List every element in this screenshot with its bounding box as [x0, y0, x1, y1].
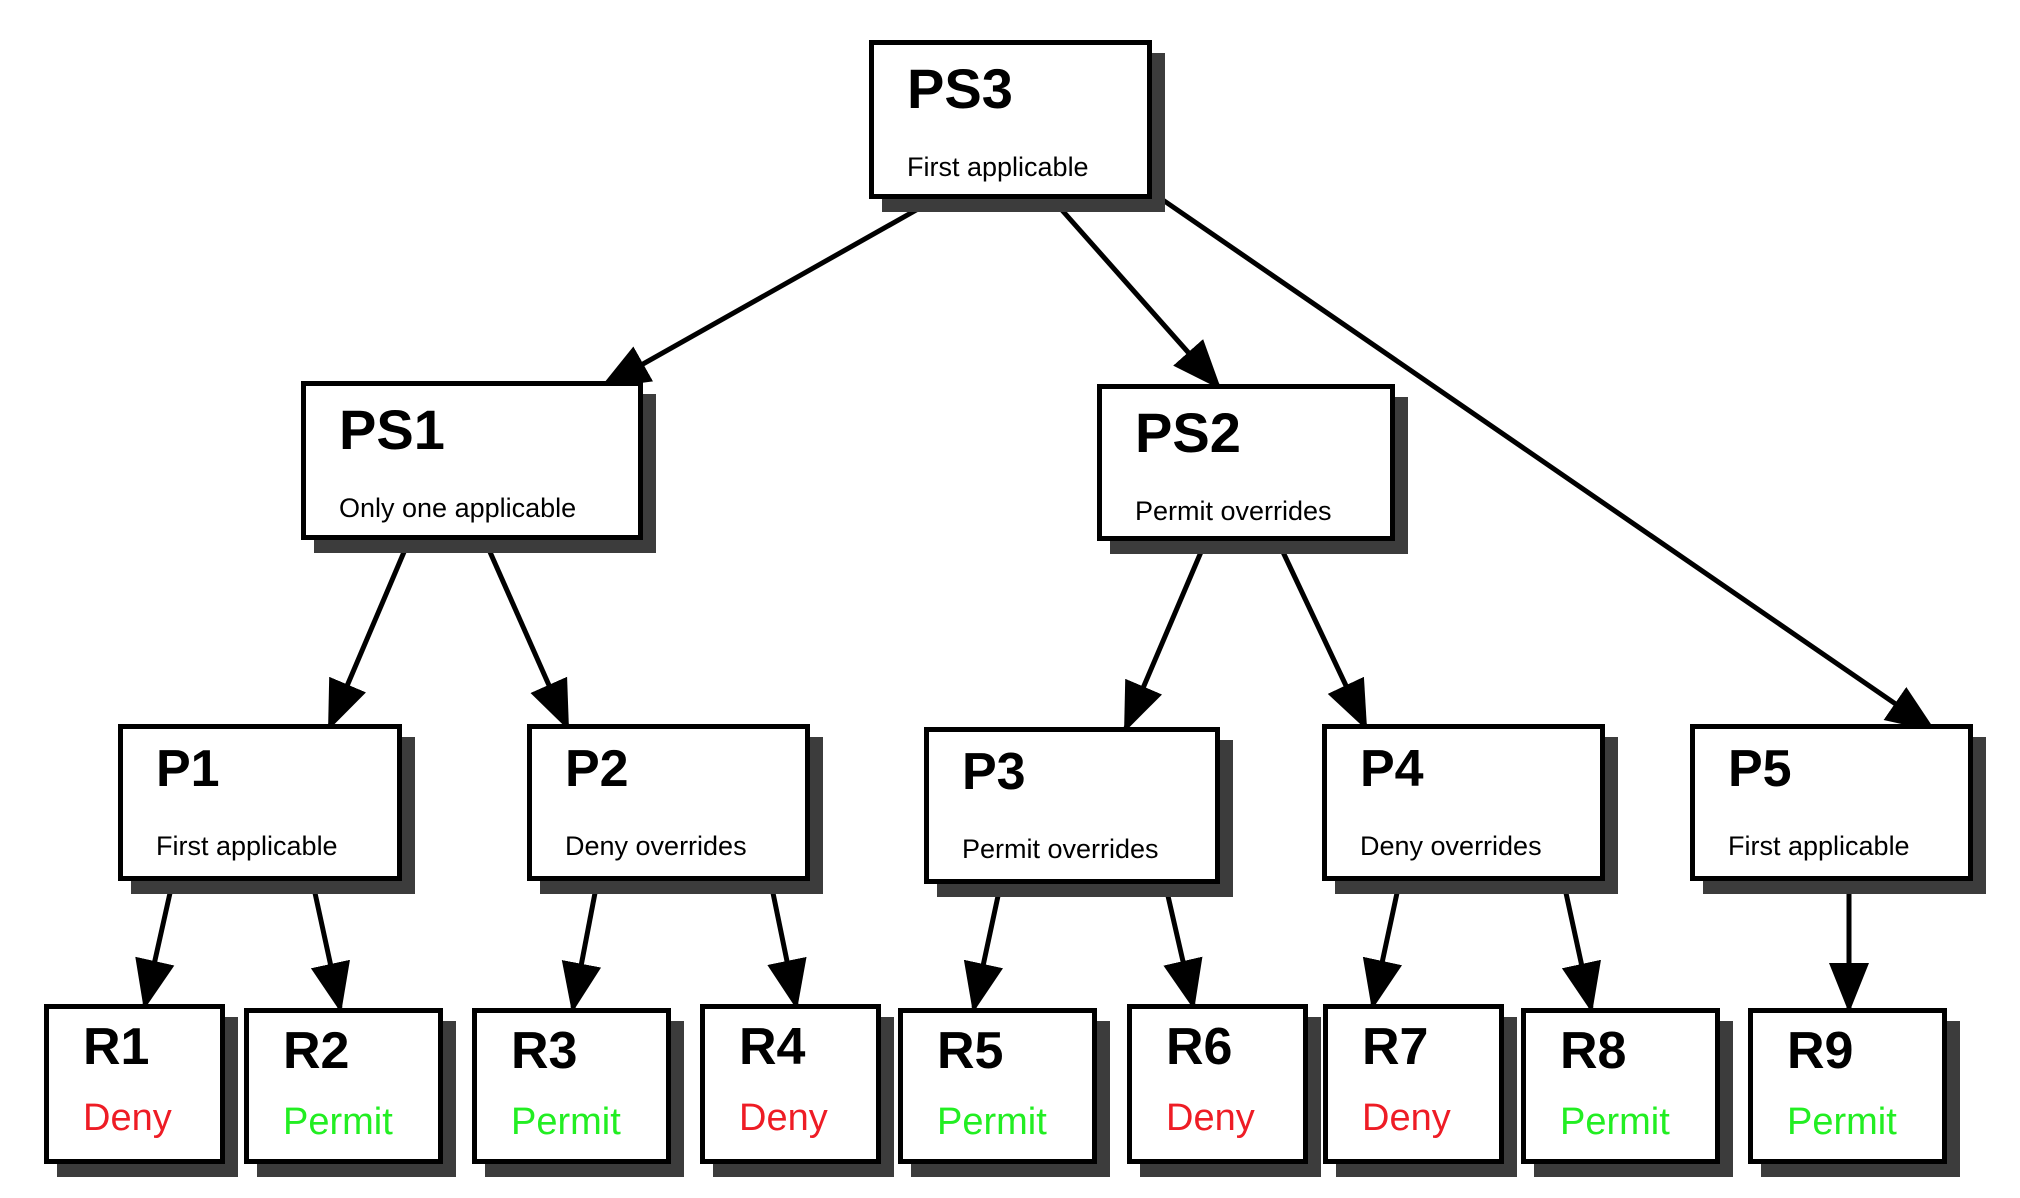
rule-r8-effect: Permit [1560, 1101, 1670, 1143]
rule-r4-box: R4 Deny [700, 1004, 881, 1164]
policy-p5-box: P5 First applicable [1690, 724, 1973, 881]
edge-ps1-to-p2 [487, 550, 570, 731]
policy-p5-title: P5 [1728, 740, 1792, 798]
rule-r1-effect: Deny [83, 1097, 172, 1139]
policy-p4-algorithm: Deny overrides [1360, 831, 1542, 861]
rule-r6-effect: Deny [1166, 1097, 1255, 1139]
edge-p1-to-r1 [135, 892, 175, 1010]
rule-r7-title: R7 [1362, 1018, 1429, 1076]
policy-p3-algorithm: Permit overrides [962, 834, 1159, 864]
edge-p4-to-r8 [1561, 892, 1601, 1013]
edge-p3-to-r6 [1163, 895, 1203, 1010]
policyset-ps3-box: PS3 First applicable [869, 40, 1152, 199]
edge-p3-to-r5 [963, 895, 1003, 1013]
rule-r5-effect: Permit [937, 1101, 1047, 1143]
edge-ps3-to-p5 [1158, 195, 1937, 732]
rule-r7-box: R7 Deny [1323, 1004, 1504, 1164]
edge-p1-to-r2 [310, 892, 350, 1013]
edge-p2-to-r4 [767, 892, 807, 1010]
policy-p1-algorithm: First applicable [156, 831, 338, 861]
policy-p2-box: P2 Deny overrides [527, 724, 810, 881]
rule-r1-title: R1 [83, 1018, 150, 1076]
policy-p2-algorithm: Deny overrides [565, 831, 747, 861]
rule-r7-effect: Deny [1362, 1097, 1451, 1139]
rule-r2-title: R2 [283, 1022, 350, 1080]
policy-p1-title: P1 [156, 740, 220, 798]
rule-r5-box: R5 Permit [898, 1008, 1097, 1164]
policyset-ps1-box: PS1 Only one applicable [301, 381, 643, 540]
policy-p1-box: P1 First applicable [118, 724, 402, 881]
rule-r6-box: R6 Deny [1127, 1004, 1308, 1164]
policy-p4-title: P4 [1360, 740, 1424, 798]
rule-r5-title: R5 [937, 1022, 1004, 1080]
rule-r8-title: R8 [1560, 1022, 1627, 1080]
edge-p4-to-r7 [1362, 892, 1402, 1010]
policy-p5-algorithm: First applicable [1728, 831, 1910, 861]
rule-r9-effect: Permit [1787, 1101, 1897, 1143]
policy-p3-box: P3 Permit overrides [924, 727, 1220, 884]
edge-p2-to-r3 [561, 892, 602, 1013]
policyset-ps3-title: PS3 [907, 57, 1013, 120]
policyset-ps1-title: PS1 [339, 398, 445, 461]
edge-ps3-to-ps2 [1059, 207, 1222, 390]
edge-ps1-to-p1 [327, 551, 407, 731]
rule-r4-effect: Deny [739, 1097, 828, 1139]
policyset-ps1-algorithm: Only one applicable [339, 493, 577, 523]
rule-r3-effect: Permit [511, 1101, 621, 1143]
rule-r2-effect: Permit [283, 1101, 393, 1143]
edge-ps2-to-p4 [1280, 550, 1368, 731]
edge-ps2-to-p3 [1123, 551, 1204, 733]
policy-p3-title: P3 [962, 743, 1026, 801]
rule-r9-title: R9 [1787, 1022, 1854, 1080]
policyset-ps3-algorithm: First applicable [907, 152, 1089, 182]
policy-p2-title: P2 [565, 740, 629, 798]
edge-ps3-to-ps1 [599, 206, 920, 389]
rule-r8-box: R8 Permit [1521, 1008, 1720, 1164]
rule-r1-box: R1 Deny [44, 1004, 225, 1164]
policy-p4-box: P4 Deny overrides [1322, 724, 1605, 881]
policyset-ps2-algorithm: Permit overrides [1135, 496, 1332, 526]
rule-r9-box: R9 Permit [1748, 1008, 1947, 1164]
policyset-ps2-title: PS2 [1135, 401, 1241, 464]
rule-r3-title: R3 [511, 1022, 578, 1080]
rule-r6-title: R6 [1166, 1018, 1233, 1076]
policyset-ps2-box: PS2 Permit overrides [1097, 384, 1395, 541]
rule-r2-box: R2 Permit [244, 1008, 443, 1164]
rule-r3-box: R3 Permit [472, 1008, 671, 1164]
rule-r4-title: R4 [739, 1018, 806, 1076]
